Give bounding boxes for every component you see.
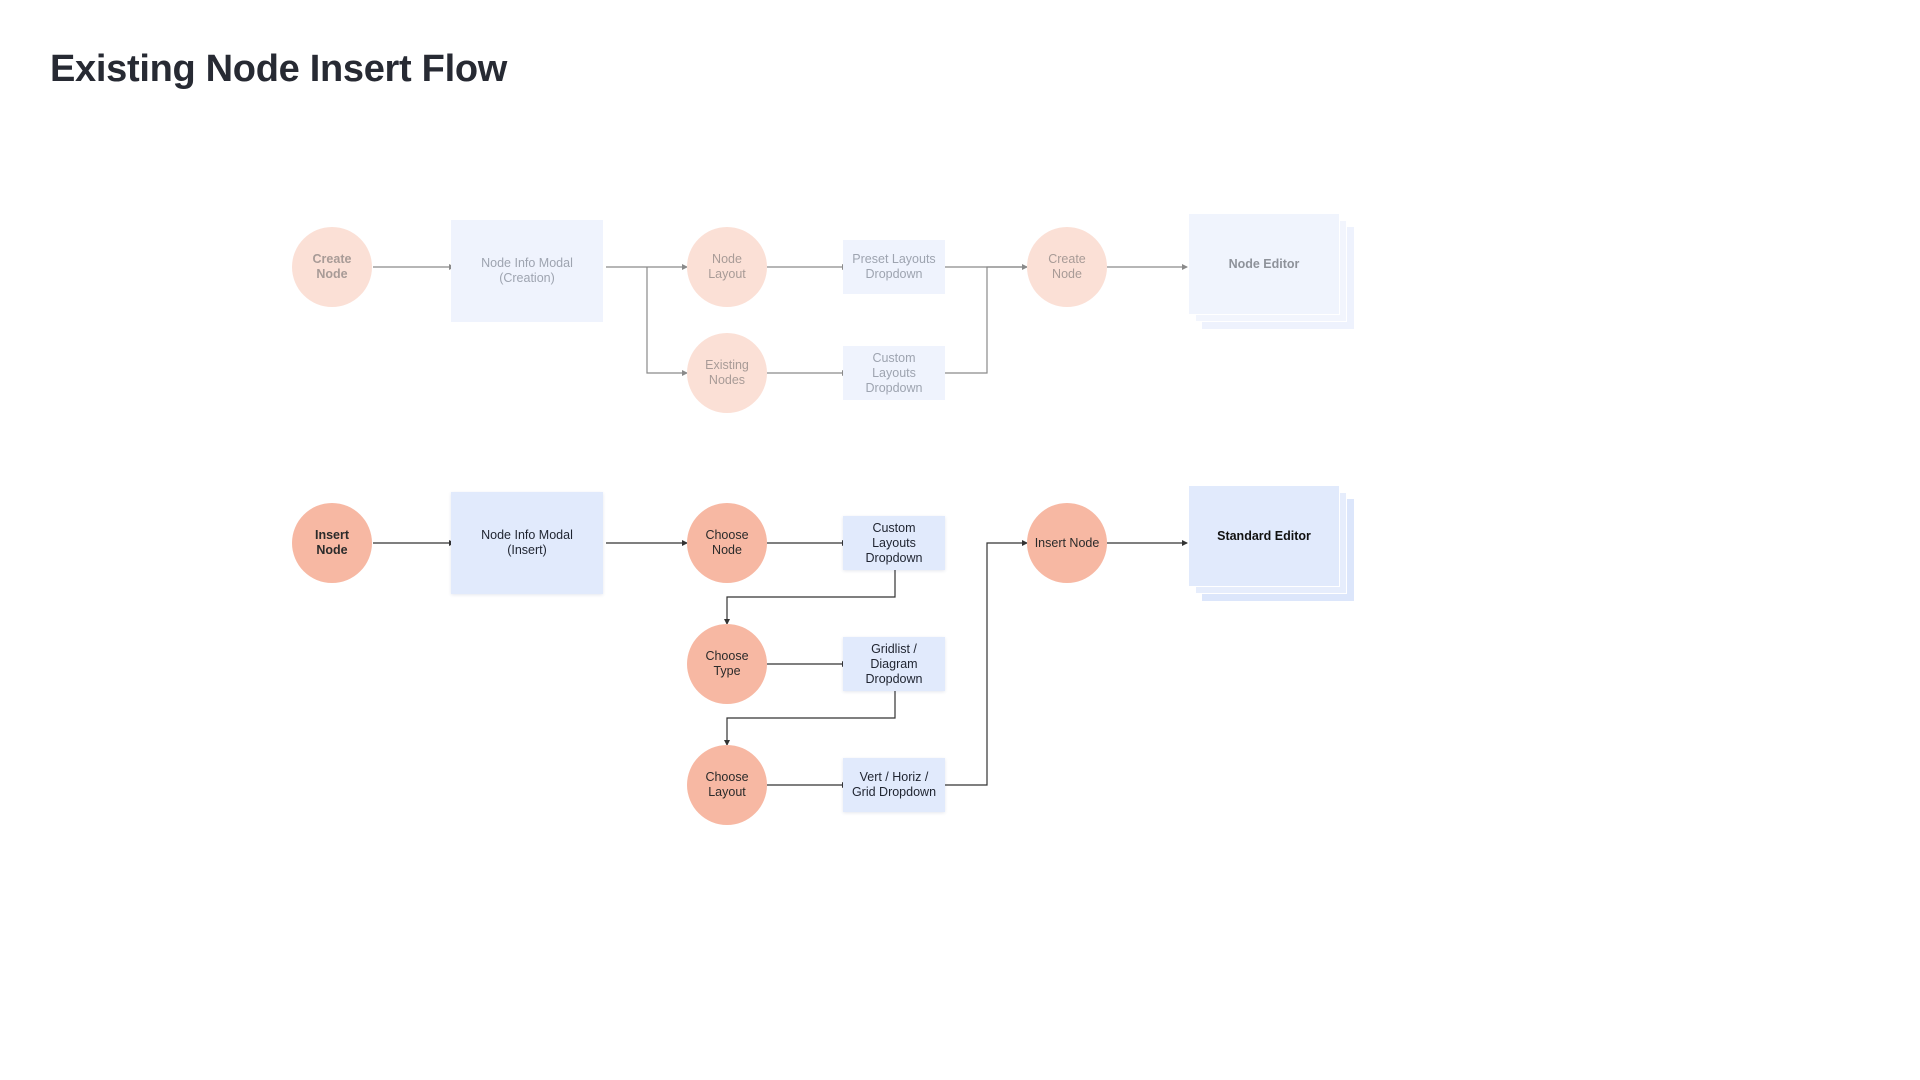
insert-connectors [373, 540, 1188, 788]
creation-connectors [373, 264, 1188, 376]
gridlist-diagram-dropdown[interactable]: Gridlist / Diagram Dropdown [843, 637, 945, 691]
standard-editor-stack[interactable]: Standard Editor [1188, 485, 1354, 601]
standard-editor-label: Standard Editor [1188, 485, 1340, 587]
node-info-modal-creation[interactable]: Node Info Modal (Creation) [451, 220, 603, 322]
node-editor-label: Node Editor [1188, 213, 1340, 315]
custom-layouts-dropdown-insert[interactable]: Custom Layouts Dropdown [843, 516, 945, 570]
preset-layouts-dropdown[interactable]: Preset Layouts Dropdown [843, 240, 945, 294]
existing-nodes-step[interactable]: Existing Nodes [687, 333, 767, 413]
page-title: Existing Node Insert Flow [50, 48, 507, 90]
create-node-start[interactable]: Create Node [292, 227, 372, 307]
custom-layouts-dropdown-creation[interactable]: Custom Layouts Dropdown [843, 346, 945, 400]
node-editor-stack[interactable]: Node Editor [1188, 213, 1354, 329]
choose-node-step[interactable]: Choose Node [687, 503, 767, 583]
insert-node-final[interactable]: Insert Node [1027, 503, 1107, 583]
choose-layout-step[interactable]: Choose Layout [687, 745, 767, 825]
vert-horiz-grid-dropdown[interactable]: Vert / Horiz / Grid Dropdown [843, 758, 945, 812]
node-info-modal-insert[interactable]: Node Info Modal (Insert) [451, 492, 603, 594]
choose-type-step[interactable]: Choose Type [687, 624, 767, 704]
insert-node-start[interactable]: Insert Node [292, 503, 372, 583]
node-layout-step[interactable]: Node Layout [687, 227, 767, 307]
create-node-final[interactable]: Create Node [1027, 227, 1107, 307]
